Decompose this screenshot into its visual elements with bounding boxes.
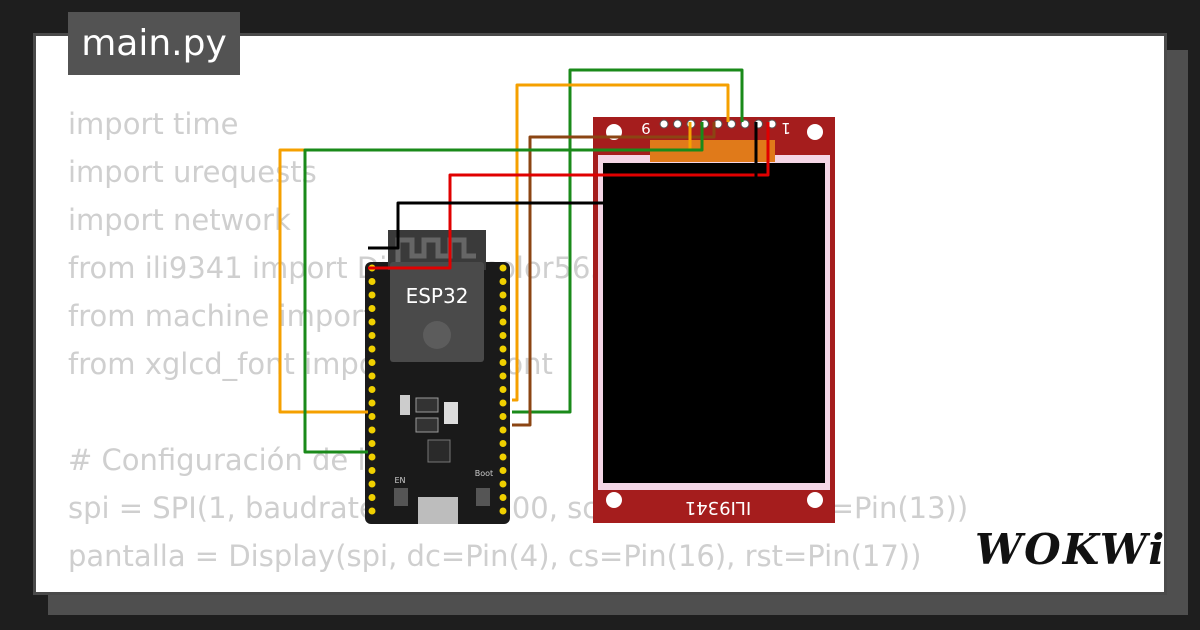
esp32-pin[interactable] bbox=[368, 494, 376, 501]
display-label: ILI9341 bbox=[685, 497, 751, 518]
esp32-pin[interactable] bbox=[499, 291, 507, 299]
esp32-pin[interactable] bbox=[499, 305, 507, 312]
code-line: import time bbox=[68, 107, 239, 141]
esp32-pin[interactable] bbox=[368, 332, 376, 339]
esp32-pin[interactable] bbox=[368, 372, 376, 380]
esp32-pin[interactable] bbox=[499, 453, 507, 461]
esp32-pin[interactable] bbox=[368, 480, 376, 488]
wire-orange-top bbox=[512, 83, 730, 402]
wire-orange-left bbox=[278, 122, 692, 414]
esp32-pin[interactable] bbox=[368, 318, 376, 326]
esp32-pin[interactable] bbox=[368, 426, 376, 434]
esp32-pin[interactable] bbox=[499, 467, 507, 474]
wire-black bbox=[368, 122, 758, 250]
esp32-pin[interactable] bbox=[368, 440, 376, 447]
esp32-pin[interactable] bbox=[368, 278, 376, 285]
esp32-pin[interactable] bbox=[499, 372, 507, 380]
file-tab[interactable]: main.py bbox=[68, 12, 240, 75]
esp32-pins bbox=[368, 264, 507, 515]
display-header-pins bbox=[659, 119, 777, 129]
esp32-pin[interactable] bbox=[368, 305, 376, 312]
wire-green-left bbox=[303, 122, 704, 454]
esp32-pin[interactable] bbox=[499, 264, 507, 272]
esp32-label: ESP32 bbox=[406, 284, 469, 308]
boot-button[interactable] bbox=[476, 488, 490, 506]
boot-label: Boot bbox=[475, 469, 493, 478]
esp32-pin[interactable] bbox=[499, 426, 507, 434]
esp32-pin[interactable] bbox=[368, 413, 376, 420]
wire-red bbox=[368, 122, 770, 270]
code-line: pantalla = Display(spi, dc=Pin(4), cs=Pi… bbox=[68, 539, 922, 573]
esp32-pin[interactable] bbox=[499, 278, 507, 285]
esp32-pin[interactable] bbox=[499, 359, 507, 366]
esp32-pin[interactable] bbox=[368, 291, 376, 299]
en-label: EN bbox=[394, 476, 405, 485]
pin-label-1: 1 bbox=[781, 119, 791, 137]
en-button[interactable] bbox=[394, 488, 408, 506]
esp32-module bbox=[390, 262, 484, 362]
esp32-pin[interactable] bbox=[368, 453, 376, 461]
esp32-pin[interactable] bbox=[499, 480, 507, 488]
esp32-pin[interactable] bbox=[499, 399, 507, 407]
esp32-pin[interactable] bbox=[499, 345, 507, 353]
code-line: import urequests bbox=[68, 155, 317, 189]
display-screen bbox=[603, 163, 825, 483]
code-line: import network bbox=[68, 203, 291, 237]
display-pin[interactable] bbox=[659, 119, 669, 129]
wire-brown bbox=[512, 122, 716, 427]
esp32-pin[interactable] bbox=[368, 399, 376, 407]
esp32-pin[interactable] bbox=[499, 332, 507, 339]
esp32-pin[interactable] bbox=[368, 467, 376, 474]
esp32-pin[interactable] bbox=[499, 507, 507, 515]
esp32-pin[interactable] bbox=[499, 413, 507, 420]
esp32-pin[interactable] bbox=[368, 507, 376, 515]
esp32-pin[interactable] bbox=[499, 494, 507, 501]
esp32-pin[interactable] bbox=[368, 386, 376, 393]
esp32-pin[interactable] bbox=[368, 359, 376, 366]
esp32-pin[interactable] bbox=[499, 440, 507, 447]
esp32-pin[interactable] bbox=[499, 318, 507, 326]
esp32-pin[interactable] bbox=[499, 386, 507, 393]
wire-green-top bbox=[512, 68, 744, 414]
usb-port bbox=[418, 497, 458, 524]
display-pin[interactable] bbox=[673, 119, 682, 129]
ili9341-display[interactable]: 9 1 ILI9341 bbox=[593, 117, 835, 523]
wokwi-logo: WOKWi bbox=[975, 525, 1167, 574]
espressif-logo-icon bbox=[423, 321, 451, 349]
pin-label-9: 9 bbox=[641, 119, 651, 137]
wires bbox=[278, 68, 770, 454]
esp32-board[interactable]: ESP32 EN Boot bbox=[365, 230, 510, 524]
esp32-pin[interactable] bbox=[368, 345, 376, 353]
